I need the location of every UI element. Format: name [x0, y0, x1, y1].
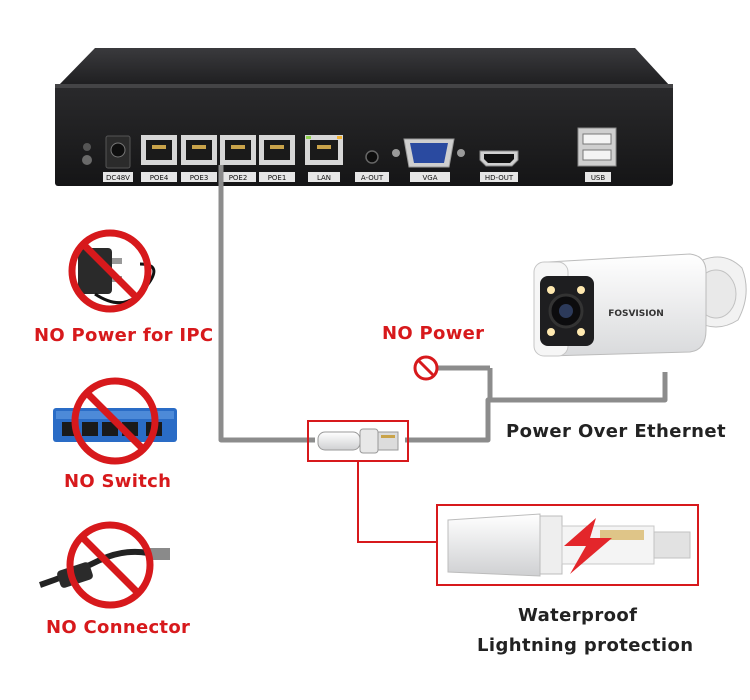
label-no-connector: NO Connector [46, 617, 191, 638]
no-sign-icon [68, 229, 152, 313]
camera-brand: FOSVISION [608, 309, 664, 319]
callout-lines [357, 462, 437, 543]
port-label-lan: LAN [317, 174, 331, 182]
label-no-power: NO Power [382, 323, 485, 344]
label-lightning: Lightning protection [477, 635, 694, 656]
label-waterproof: Waterproof [518, 605, 638, 626]
port-label-dc: DC48V [106, 174, 130, 182]
port-usb: USB [577, 127, 617, 182]
label-no-switch: NO Switch [64, 471, 172, 492]
port-poe3: POE3 [181, 135, 217, 182]
port-label-poe1: POE1 [268, 174, 287, 182]
port-label-poe3: POE3 [190, 174, 209, 182]
no-sign-icon [66, 521, 154, 609]
port-label-vga: VGA [422, 174, 437, 182]
no-sign-icon [413, 355, 439, 381]
ip-camera: FOSVISION [533, 253, 747, 357]
ground-screw-icon [82, 155, 92, 165]
port-label-poe2: POE2 [229, 174, 248, 182]
lightning-icon [564, 518, 612, 574]
label-poe: Power Over Ethernet [506, 421, 726, 442]
dc-power-jack: DC48V [103, 135, 133, 182]
waterproof-connector [436, 504, 699, 586]
port-label-poe4: POE4 [150, 174, 169, 182]
port-vga: VGA [392, 138, 465, 182]
port-poe4: POE4 [141, 135, 177, 182]
port-hdmi: HD-OUT [479, 150, 519, 182]
port-lan: LAN [305, 135, 343, 182]
port-poe1: POE1 [259, 135, 295, 182]
port-label-aout: A-OUT [361, 174, 384, 182]
port-poe2: POE2 [220, 135, 256, 182]
poe-splitter-icon [39, 548, 170, 588]
no-sign-icon [71, 377, 159, 465]
port-label-hdout: HD-OUT [485, 174, 514, 182]
port-audio-out: A-OUT [355, 150, 389, 182]
nvr-device: DC48V POE4 POE3 POE2 [55, 48, 673, 186]
port-label-usb: USB [591, 174, 606, 182]
rj45-coupler [307, 420, 409, 462]
label-no-power-ipc: NO Power for IPC [34, 325, 214, 346]
